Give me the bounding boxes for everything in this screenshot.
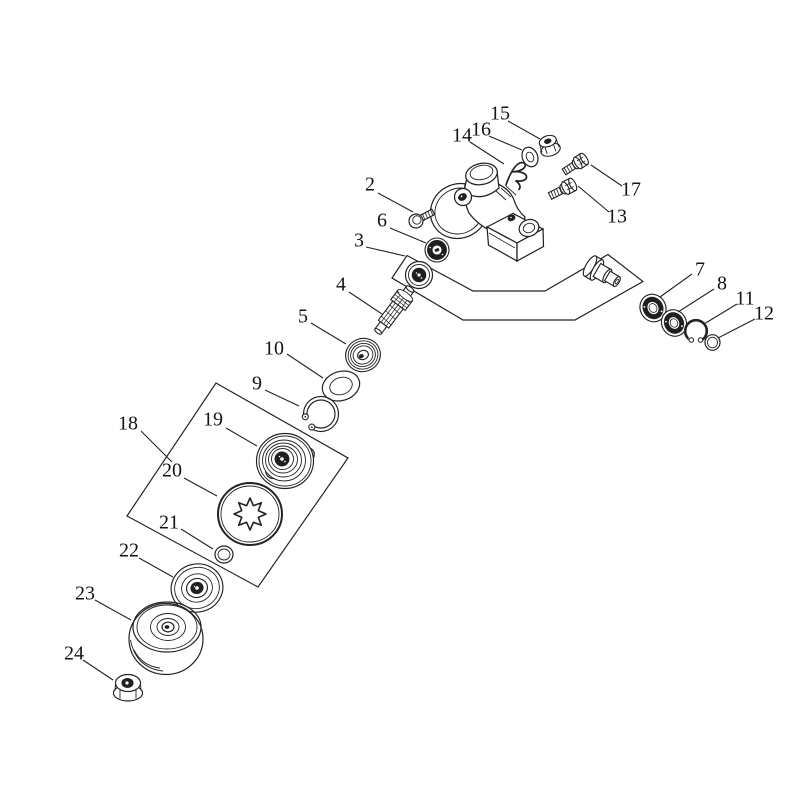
leader-line-21 [180,528,214,550]
leader-line-6 [389,227,427,244]
oil-seal-6 [424,237,450,263]
cotter-pin-14 [505,161,528,191]
snap-ring-9 [297,395,340,433]
leader-line-13 [577,185,610,213]
washer-16 [521,146,539,168]
leader-line-18 [140,430,173,463]
flange-nut-15 [538,134,561,157]
bolt-17 [561,152,589,176]
leader-line-16 [488,135,523,151]
leader-line-22 [138,557,174,578]
leader-line-17 [590,164,623,187]
snap-ring-11 [683,318,709,347]
bearing-3 [404,260,434,290]
leader-line-19 [225,427,258,447]
leader-lines [82,120,756,681]
leader-line-4 [348,291,383,315]
bearing-5 [345,337,381,373]
output-shaft [582,255,621,288]
ring-12 [704,334,721,351]
gearbox-housing [429,162,545,263]
leader-line-14 [469,141,505,165]
leader-line-2 [377,192,414,213]
washer-10 [321,370,361,402]
bearing-8 [660,309,688,337]
cup-washer-23 [128,601,204,676]
bearing-group-ribbon [391,253,645,321]
gear-shaft-4 [374,285,415,335]
leader-line-23 [94,599,132,621]
leader-line-5 [310,322,347,345]
flange-washer-22 [170,563,224,613]
bolt-13 [547,177,578,200]
ring-21 [214,545,234,564]
clutch-drum-19 [255,432,315,490]
leader-line-20 [183,477,218,497]
leader-line-10 [286,353,324,379]
bearing-7 [639,293,667,323]
leader-line-15 [507,120,541,140]
spline-hole [233,497,267,531]
leader-line-24 [82,659,114,681]
leader-line-9 [264,389,300,407]
spline-plate-20 [217,482,283,546]
screw-2 [408,208,436,229]
leader-line-7 [659,273,693,298]
leader-line-3 [365,246,406,257]
nut-24 [112,673,144,702]
leader-line-12 [717,318,756,339]
leader-line-11 [703,303,738,325]
leader-line-8 [677,288,715,313]
